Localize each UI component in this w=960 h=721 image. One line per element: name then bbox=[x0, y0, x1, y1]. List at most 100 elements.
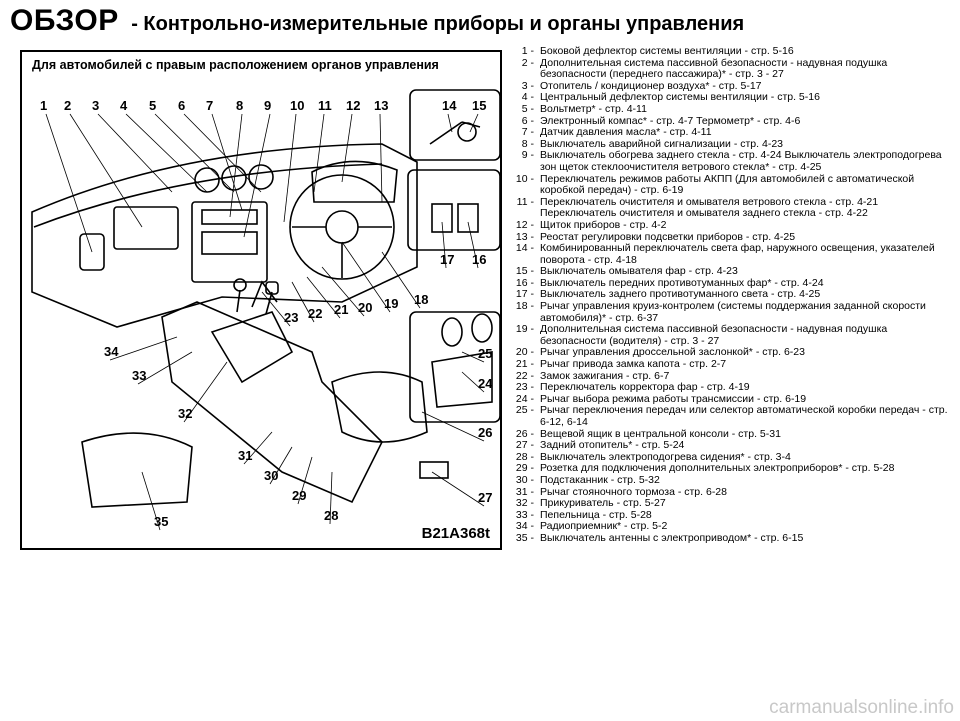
legend-item: 20 -Рычаг управления дроссельной заслонк… bbox=[512, 347, 952, 359]
callout-number: 6 bbox=[178, 98, 185, 113]
legend-item-number: 16 - bbox=[515, 276, 534, 289]
legend-item-number: 18 - bbox=[515, 300, 534, 313]
legend-item-text: Выключатель омывателя фар - стр. 4-23 bbox=[540, 265, 738, 278]
callout-leader-line bbox=[306, 276, 341, 319]
legend-item: 31 -Рычаг стояночного тормоза - стр. 6-2… bbox=[512, 486, 952, 499]
callout-number: 23 bbox=[284, 310, 298, 325]
legend-item: 12 -Щиток приборов - стр. 4-2 bbox=[512, 218, 952, 232]
legend-item-number: 4 - bbox=[521, 91, 534, 104]
callout-leader-line bbox=[329, 471, 333, 525]
legend-item: 13 -Реостат регулировки подсветки прибор… bbox=[512, 231, 952, 244]
callout-leader-line bbox=[297, 456, 313, 505]
callout-leader-line bbox=[141, 471, 161, 531]
legend-item-number: 26 - bbox=[515, 427, 534, 440]
legend-item: 22 -Замок зажигания - стр. 6-7 bbox=[512, 370, 952, 383]
legend-item-text: Задний отопитель* - стр. 5-24 bbox=[540, 439, 685, 452]
callout-leader-line bbox=[45, 113, 93, 253]
legend-item-number: 6 - bbox=[521, 114, 534, 127]
legend-item-number: 14 - bbox=[515, 242, 534, 255]
legend-item-text: Розетка для подключения дополнительных э… bbox=[540, 462, 895, 475]
callout-number: 35 bbox=[154, 514, 168, 529]
callout-number: 5 bbox=[149, 98, 156, 113]
legend-item-number: 3 - bbox=[521, 79, 534, 92]
legend-item-text: Выключатель электроподогрева сидения* - … bbox=[540, 450, 791, 463]
legend-item-text: Выключатель обогрева заднего стекла - ст… bbox=[540, 149, 942, 173]
callout-number: 28 bbox=[324, 508, 338, 523]
callout-leader-line bbox=[183, 361, 228, 423]
figure-code: B21A368t bbox=[421, 525, 490, 542]
callout-number: 9 bbox=[264, 98, 271, 113]
callout-number: 31 bbox=[238, 448, 252, 463]
legend-item-text: Вещевой ящик в центральной консоли - стр… bbox=[540, 427, 781, 440]
legend-item: 34 - Радиоприемник* - стр. 5-2 bbox=[512, 521, 952, 533]
dashboard-figure: Для автомобилей с правым расположением о… bbox=[20, 50, 502, 550]
legend-item-text: Радиоприемник* - стр. 5-2 bbox=[540, 520, 668, 533]
legend-item: 16 - Выключатель передних противотуманных… bbox=[512, 276, 952, 290]
legend-item-text: Рычаг привода замка капота - стр. 2-7 bbox=[540, 358, 727, 371]
legend-item-number: 23 - bbox=[515, 381, 534, 394]
callout-leader-line bbox=[467, 221, 479, 269]
legend-item-text: Вольтметр* - стр. 4-11 bbox=[540, 102, 647, 115]
callout-number: 29 bbox=[292, 488, 306, 503]
watermark: carmanualsonline.info bbox=[769, 697, 954, 718]
legend-item: 7 -Датчик давления масла* - стр. 4-11 bbox=[512, 127, 952, 139]
legend-item-number: 24 - bbox=[515, 392, 534, 405]
legend-item-text: Выключатель заднего противотуманного све… bbox=[540, 288, 821, 301]
figure-caption: Для автомобилей с правым расположением о… bbox=[32, 58, 439, 72]
legend-item-number: 29 - bbox=[515, 462, 534, 475]
callout-leader-line bbox=[97, 113, 173, 193]
legend-list: 1 -Боковой дефлектор системы вентиляции … bbox=[512, 45, 952, 545]
callout-number: 12 bbox=[346, 98, 360, 113]
legend-item: 33 - Пепельница - стр. 5-28 bbox=[512, 508, 952, 522]
legend-item: 18 -Рычаг управления круиз-контролем (си… bbox=[512, 300, 952, 324]
callout-leader-line bbox=[125, 113, 208, 193]
legend-item-text: Комбинированный переключатель света фар,… bbox=[540, 242, 935, 266]
legend-item: 5 -Вольтметр* - стр. 4-11 bbox=[512, 102, 952, 116]
callout-leader-line bbox=[69, 113, 143, 228]
callout-number: 24 bbox=[478, 376, 493, 391]
callout-number: 2 bbox=[64, 98, 71, 113]
callout-leader-line bbox=[313, 113, 325, 193]
callout-number: 26 bbox=[478, 425, 492, 440]
callout-leader-line bbox=[447, 113, 453, 133]
legend-item: 2 -Дополнительная система пассивной безо… bbox=[512, 56, 952, 81]
legend-item-text: Электронный компас* - стр. 4-7 Термометр… bbox=[540, 114, 801, 127]
legend-item-number: 2 - bbox=[521, 56, 534, 69]
callout-number: 19 bbox=[384, 296, 398, 311]
callout-leader-line bbox=[137, 351, 193, 385]
callout-leader-line bbox=[431, 471, 485, 507]
legend-item: 4 -Центральный дефлектор системы вентиля… bbox=[512, 92, 952, 104]
callout-number: 10 bbox=[290, 98, 304, 113]
legend-item-text: Выключатель передних противотуманных фар… bbox=[540, 276, 824, 289]
legend-item-number: 34 - bbox=[515, 520, 534, 533]
callout-number: 8 bbox=[236, 98, 243, 113]
legend-item-text: Переключатель очистителя и омывателя вет… bbox=[540, 195, 879, 220]
legend-item-number: 27 - bbox=[515, 439, 534, 452]
legend-item-text: Выключатель антенны с электроприводом* -… bbox=[540, 531, 804, 544]
callout-leader-line bbox=[441, 221, 447, 269]
callout-number: 27 bbox=[478, 490, 492, 505]
legend-item-text: Переключатель режимов работы АКПП (Для а… bbox=[540, 172, 915, 197]
legend-item-text: Рычаг выбора режима работы трансмиссии -… bbox=[540, 392, 807, 405]
legend-item-number: 30 - bbox=[515, 473, 534, 486]
legend-item: 24 - Рычаг выбора режима работы трансмисс… bbox=[512, 392, 952, 406]
legend-item-text: Пепельница - стр. 5-28 bbox=[540, 508, 652, 521]
callout-number: 11 bbox=[318, 98, 332, 113]
legend-item-number: 11 - bbox=[516, 195, 534, 208]
callout-number: 15 bbox=[472, 98, 486, 113]
legend-item: 19 -Дополнительная система пассивной без… bbox=[512, 323, 952, 347]
legend-item-number: 12 - bbox=[515, 218, 534, 231]
callout-number: 1 bbox=[40, 98, 47, 113]
callout-leader-line bbox=[243, 431, 273, 465]
callout-leader-line bbox=[283, 113, 297, 223]
callout-leader-line bbox=[291, 281, 315, 323]
callout-number: 14 bbox=[442, 98, 457, 113]
callout-number: 18 bbox=[414, 292, 428, 307]
callout-leader-line bbox=[321, 266, 365, 317]
legend-item: 17 - Выключатель заднего противотуманного… bbox=[512, 289, 952, 301]
legend-item-number: 17 - bbox=[515, 288, 534, 301]
callout-number: 22 bbox=[308, 306, 322, 321]
legend-item: 26 - Вещевой ящик в центральной консоли -… bbox=[512, 427, 952, 441]
legend-item-number: 33 - bbox=[515, 508, 534, 521]
